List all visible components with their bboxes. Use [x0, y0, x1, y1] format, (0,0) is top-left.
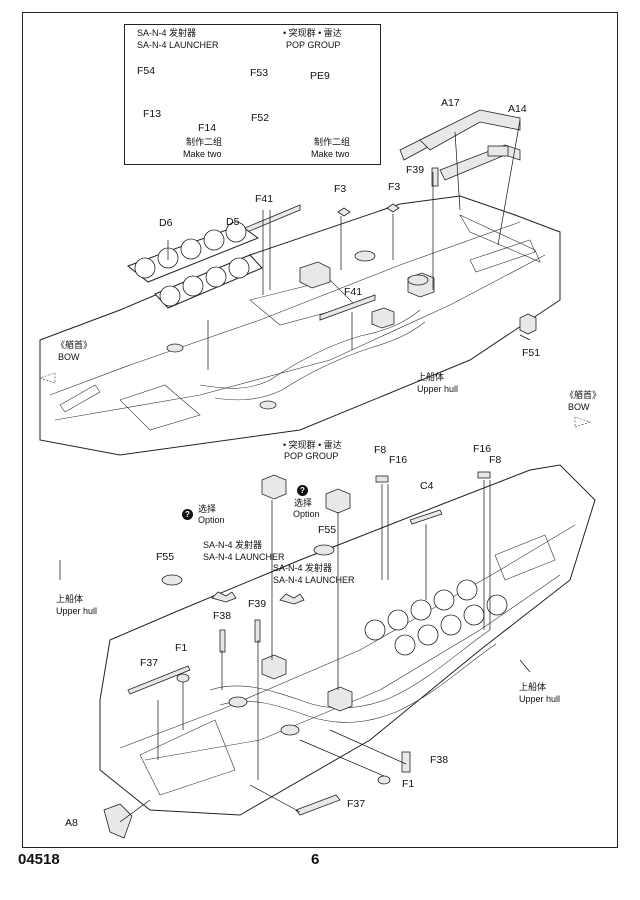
part-label-f51: F51	[522, 347, 541, 359]
page-frame	[22, 12, 618, 848]
part-label-f13: F13	[143, 108, 162, 120]
bottom-pop-group-en: POP GROUP	[284, 451, 339, 461]
bottom-option-en-2: Option	[293, 509, 320, 519]
bottom-upper-hull-zh-right: 上船体	[519, 682, 547, 692]
part-label-f1-b: F1	[402, 778, 415, 790]
part-label-f8-b: F8	[489, 454, 502, 466]
bottom-launcher-en-1: SA-N-4 LAUNCHER	[203, 552, 285, 562]
top-upper-hull-en: Upper hull	[417, 384, 459, 394]
part-label-a8: A8	[65, 817, 78, 829]
bottom-leader-lines	[59, 480, 531, 823]
part-label-f3-a: F3	[334, 183, 347, 195]
inset-pop-group-en: POP GROUP	[286, 40, 341, 50]
bottom-launcher-en-2: SA-N-4 LAUNCHER	[273, 575, 355, 585]
option-badge-icon: ?	[297, 485, 308, 496]
part-label-f41-a: F41	[255, 193, 274, 205]
part-label-f41-b: F41	[344, 286, 363, 298]
bottom-pop-group-zh: • 突现群 • 雷达	[283, 440, 342, 450]
kit-number: 04518	[18, 851, 60, 868]
bottom-upper-hull-en-right: Upper hull	[519, 694, 561, 704]
part-label-f55-b: F55	[318, 524, 337, 536]
top-upper-hull-zh: 上船体	[417, 372, 445, 382]
bow-arrows	[39, 372, 591, 428]
bottom-radar-arrays	[364, 579, 508, 656]
bottom-launcher-zh-2: SA-N-4 发射器	[273, 563, 333, 573]
bottom-bow-label-en: BOW	[568, 402, 590, 412]
part-label-f54: F54	[137, 65, 156, 77]
part-label-f14: F14	[198, 122, 217, 134]
bottom-upper-hull-zh-left: 上船体	[56, 594, 84, 604]
part-label-d5: D5	[226, 216, 240, 228]
part-label-f1-a: F1	[175, 642, 188, 654]
part-label-c4: C4	[420, 480, 434, 492]
inset-launcher-label-zh: SA-N-4 发射器	[137, 28, 197, 38]
part-label-f52: F52	[251, 112, 270, 124]
launcher-pop-group-inset	[124, 24, 381, 165]
part-label-a14: A14	[508, 103, 527, 115]
bottom-option-zh-2: 选择	[294, 498, 313, 508]
part-label-f38-a: F38	[213, 610, 232, 622]
part-label-f16-b: F16	[473, 443, 492, 455]
part-label-f37-a: F37	[140, 657, 159, 669]
bottom-option-en-1: Option	[198, 515, 225, 525]
part-label-pe9: PE9	[310, 70, 330, 82]
part-label-d6: D6	[159, 217, 173, 229]
inset-make-two-en-1: Make two	[183, 149, 222, 159]
part-label-f8-a: F8	[374, 444, 387, 456]
inset-pop-group-zh: • 突现群 • 雷达	[283, 28, 342, 38]
bottom-bow-label-zh: 《艏首》	[565, 390, 602, 400]
part-label-a17: A17	[441, 97, 460, 109]
bottom-option-zh-1: 选择	[198, 504, 217, 514]
part-label-f55-a: F55	[156, 551, 175, 563]
page-number: 6	[311, 851, 320, 868]
part-label-f39-bottom: F39	[248, 598, 267, 610]
part-label-f53: F53	[250, 67, 269, 79]
bottom-launcher-zh-1: SA-N-4 发射器	[203, 540, 263, 550]
inset-make-two-zh-2: 制作二组	[314, 137, 351, 147]
inset-launcher-label-en: SA-N-4 LAUNCHER	[137, 40, 219, 50]
part-label-f39-top: F39	[406, 164, 425, 176]
part-label-f38-b: F38	[430, 754, 449, 766]
part-label-f37-b: F37	[347, 798, 366, 810]
inset-make-two-en-2: Make two	[311, 149, 350, 159]
top-bow-label-en: BOW	[58, 352, 80, 362]
bottom-upper-hull-en-left: Upper hull	[56, 606, 98, 616]
top-bow-label-zh: 《艏首》	[56, 340, 93, 350]
part-label-f16-a: F16	[389, 454, 408, 466]
top-hull-parts	[239, 109, 537, 335]
option-badge-icon: ?	[182, 509, 193, 520]
inset-make-two-zh-1: 制作二组	[186, 137, 223, 147]
upper-hull-top	[39, 195, 561, 456]
top-radar-arrays	[126, 221, 263, 309]
top-leader-lines	[167, 119, 531, 370]
part-label-f3-b: F3	[388, 181, 401, 193]
